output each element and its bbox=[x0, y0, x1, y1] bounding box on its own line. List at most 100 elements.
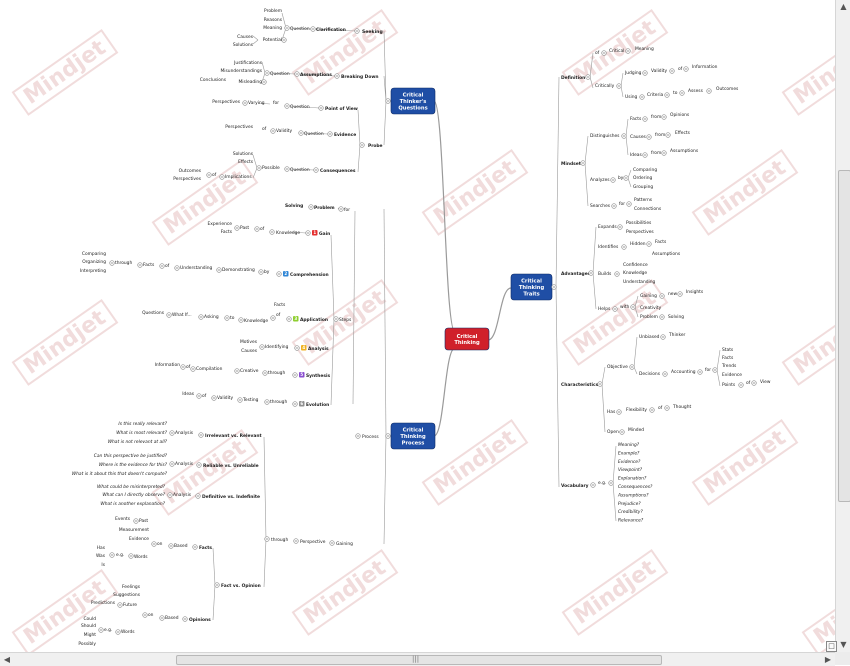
topic-label[interactable]: Unbiased bbox=[639, 334, 660, 340]
vocabulary-item[interactable]: Example? bbox=[618, 450, 640, 456]
topic-label[interactable]: Validity bbox=[651, 68, 668, 74]
collapse-toggle-icon[interactable] bbox=[625, 48, 631, 54]
topic-label[interactable]: Definition bbox=[561, 75, 585, 81]
topic-label[interactable]: Problem bbox=[264, 8, 282, 14]
collapse-toggle-icon[interactable] bbox=[234, 225, 240, 231]
topic-label[interactable]: e.g. bbox=[598, 481, 606, 486]
topic-label[interactable]: Based bbox=[165, 615, 179, 621]
topic-label[interactable]: Effects bbox=[675, 130, 691, 136]
collapse-toggle-icon[interactable] bbox=[329, 540, 335, 546]
collapse-toggle-icon[interactable] bbox=[198, 314, 204, 320]
collapse-toggle-icon[interactable] bbox=[608, 480, 614, 486]
collapse-toggle-icon[interactable] bbox=[642, 152, 648, 158]
topic-label[interactable]: Potential bbox=[263, 37, 282, 43]
topic-label[interactable]: of bbox=[202, 393, 207, 399]
collapse-toggle-icon[interactable] bbox=[359, 142, 365, 148]
collapse-toggle-icon[interactable] bbox=[281, 37, 287, 43]
collapse-toggle-icon[interactable] bbox=[284, 166, 290, 172]
topic-label[interactable]: Trends bbox=[721, 363, 737, 369]
topic-label[interactable]: Consequences bbox=[320, 168, 356, 174]
topic-label[interactable]: Analysis bbox=[173, 492, 192, 498]
topic-label[interactable]: of bbox=[276, 312, 281, 318]
topic-label[interactable]: through bbox=[268, 370, 285, 376]
topic-label[interactable]: with bbox=[620, 304, 630, 310]
collapse-toggle-icon[interactable] bbox=[665, 132, 671, 138]
topic-label[interactable]: Hidden bbox=[630, 241, 646, 247]
collapse-toggle-icon[interactable] bbox=[585, 74, 591, 80]
collapse-toggle-icon[interactable] bbox=[659, 314, 665, 320]
collapse-toggle-icon[interactable] bbox=[261, 79, 267, 85]
collapse-toggle-icon[interactable] bbox=[284, 103, 290, 109]
topic-label[interactable]: Varying bbox=[248, 100, 265, 106]
topic-label[interactable]: What is not relevant at all? bbox=[108, 439, 168, 445]
topic-label[interactable]: Words bbox=[134, 554, 148, 560]
vocabulary-item[interactable]: Credibility? bbox=[618, 509, 643, 515]
collapse-toggle-icon[interactable] bbox=[168, 543, 174, 549]
topic-label[interactable]: Reliable vs. Unreliable bbox=[203, 463, 259, 469]
topic-label[interactable]: What could be misinterpreted? bbox=[97, 484, 166, 490]
topic-label[interactable]: Perspectives bbox=[173, 176, 201, 182]
topic-label[interactable]: Future bbox=[123, 602, 137, 608]
topic-label[interactable]: Justifications bbox=[233, 60, 263, 66]
collapse-toggle-icon[interactable] bbox=[661, 150, 667, 156]
topic-label[interactable]: Comparing bbox=[82, 251, 106, 257]
topic-label[interactable]: Where is the evidence for this? bbox=[99, 462, 168, 468]
topic-label[interactable]: by bbox=[618, 175, 624, 181]
topic-label[interactable]: Probe bbox=[368, 143, 383, 149]
topic-label[interactable]: of bbox=[165, 263, 170, 269]
collapse-toggle-icon[interactable] bbox=[661, 114, 667, 120]
topic-label[interactable]: Implications bbox=[225, 174, 252, 180]
topic-label[interactable]: on bbox=[157, 542, 163, 547]
topic-label[interactable]: Was bbox=[96, 553, 106, 559]
horizontal-scrollbar[interactable]: ◀ ||| ▶ bbox=[0, 652, 835, 666]
topic-label[interactable]: Characteristics bbox=[561, 382, 599, 388]
topic-label[interactable]: Flexibility bbox=[626, 407, 647, 413]
collapse-toggle-icon[interactable] bbox=[616, 409, 622, 415]
topic-label[interactable]: Outcomes bbox=[179, 168, 202, 174]
topic-label[interactable]: Assumptions bbox=[652, 251, 681, 257]
collapse-toggle-icon[interactable] bbox=[333, 316, 339, 322]
collapse-toggle-icon[interactable] bbox=[109, 260, 115, 266]
topic-label[interactable]: Identifying bbox=[265, 344, 289, 350]
topic-label[interactable]: Questions bbox=[142, 310, 165, 316]
topic-label[interactable]: Evolution bbox=[306, 402, 329, 408]
topic-label[interactable]: Analysis bbox=[175, 461, 194, 467]
topic-label[interactable]: of bbox=[658, 405, 663, 411]
topic-label[interactable]: Perspectives bbox=[225, 124, 253, 130]
topic-label[interactable]: on bbox=[148, 613, 154, 618]
topic-label[interactable]: Past bbox=[139, 518, 148, 524]
topic-label[interactable]: Creativity bbox=[640, 305, 662, 311]
topic-label[interactable]: Patterns bbox=[634, 197, 653, 203]
topic-label[interactable]: Facts bbox=[143, 262, 155, 268]
collapse-toggle-icon[interactable] bbox=[621, 244, 627, 250]
topic-label[interactable]: Perspectives bbox=[212, 99, 240, 105]
topic-label[interactable]: Meaning bbox=[635, 46, 654, 52]
topic-label[interactable]: Words bbox=[121, 629, 135, 635]
topic-label[interactable]: Validity bbox=[276, 128, 293, 134]
topic-label[interactable]: Knowledge bbox=[244, 318, 268, 324]
collapse-toggle-icon[interactable] bbox=[697, 369, 703, 375]
topic-label[interactable]: Connections bbox=[634, 206, 662, 212]
collapse-toggle-icon[interactable] bbox=[180, 364, 186, 370]
topic-label[interactable]: Question bbox=[304, 131, 324, 137]
collapse-toggle-icon[interactable] bbox=[128, 553, 134, 559]
topic-label[interactable]: Analyzes bbox=[590, 177, 610, 183]
topic-label[interactable]: through bbox=[271, 537, 288, 543]
topic-label[interactable]: Evidence bbox=[722, 372, 742, 378]
topic-label[interactable]: Judging bbox=[624, 70, 642, 76]
collapse-toggle-icon[interactable] bbox=[677, 291, 683, 297]
collapse-toggle-icon[interactable] bbox=[318, 105, 324, 111]
collapse-toggle-icon[interactable] bbox=[269, 229, 275, 235]
topic-label[interactable]: Organizing bbox=[82, 259, 106, 265]
collapse-toggle-icon[interactable] bbox=[551, 284, 557, 290]
topic-label[interactable]: for bbox=[344, 207, 350, 213]
collapse-toggle-icon[interactable] bbox=[649, 407, 655, 413]
collapse-toggle-icon[interactable] bbox=[216, 267, 222, 273]
topic-label[interactable]: of bbox=[678, 66, 683, 72]
topic-label[interactable]: Analysis bbox=[308, 346, 329, 352]
collapse-toggle-icon[interactable] bbox=[601, 50, 607, 56]
collapse-toggle-icon[interactable] bbox=[610, 177, 616, 183]
topic-label[interactable]: Possible bbox=[262, 165, 280, 171]
